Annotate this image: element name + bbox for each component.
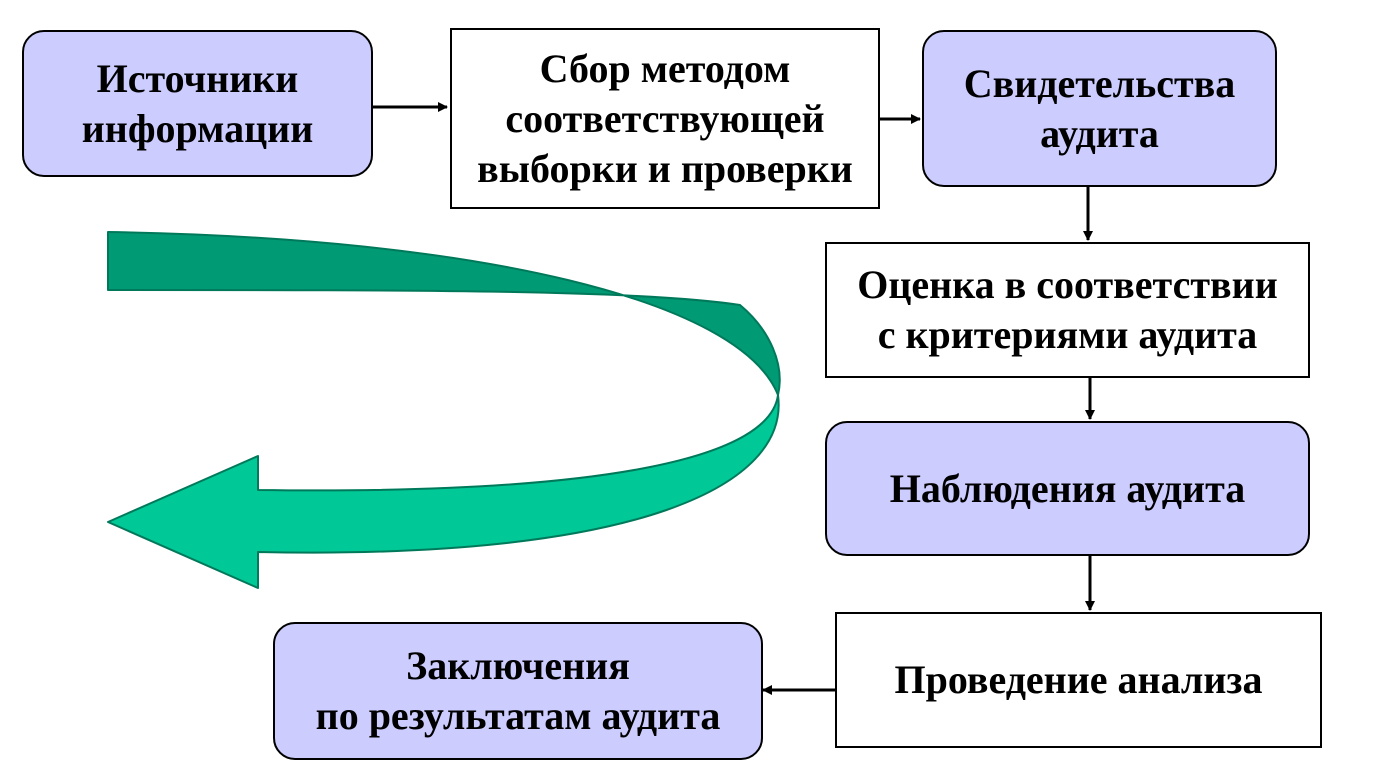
- node-audit-findings: Наблюдения аудита: [825, 421, 1310, 556]
- node-audit-evidence: Свидетельства аудита: [922, 30, 1277, 187]
- node-audit-findings-label: Наблюдения аудита: [889, 465, 1246, 511]
- node-collection-sampling-label: Сбор методом соответствующей выборки и п…: [477, 45, 853, 191]
- node-evaluation-criteria-label: Оценка в соответствии с критериями аудит…: [857, 262, 1278, 357]
- feedback-curved-arrow: [107, 231, 781, 589]
- node-evaluation-criteria: Оценка в соответствии с критериями аудит…: [825, 242, 1310, 378]
- curved-arrow-front-face: [107, 394, 780, 589]
- node-analysis-label: Проведение анализа: [894, 657, 1263, 702]
- node-collection-sampling: Сбор методом соответствующей выборки и п…: [450, 28, 880, 209]
- node-information-sources-label: Источники информации: [81, 55, 314, 151]
- node-audit-conclusions-label: Заключения по результатам аудита: [315, 643, 721, 738]
- node-analysis: Проведение анализа: [835, 612, 1322, 748]
- node-audit-evidence-label: Свидетельства аудита: [963, 60, 1236, 156]
- node-audit-conclusions: Заключения по результатам аудита: [273, 622, 763, 760]
- curved-arrow-back-face: [107, 231, 781, 396]
- node-information-sources: Источники информации: [22, 30, 373, 177]
